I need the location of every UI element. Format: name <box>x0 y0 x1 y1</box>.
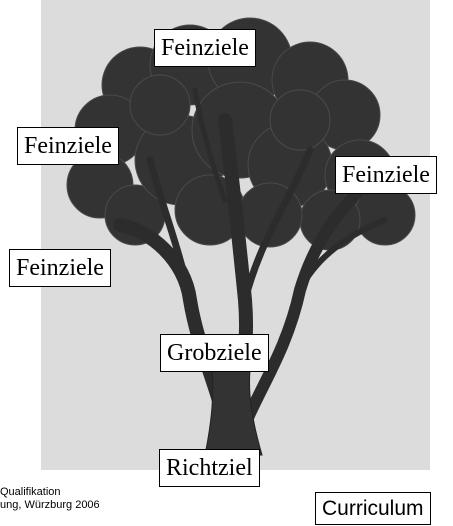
label-feinziele-right: Feinziele <box>335 156 437 194</box>
source-line-1: Qualifikation <box>0 486 61 498</box>
label-grobziele: Grobziele <box>160 334 269 372</box>
label-feinziele-left-upper: Feinziele <box>17 127 119 165</box>
curriculum-label: Curriculum <box>315 492 431 525</box>
source-caption: Qualifikation ung, Würzburg 2006 <box>0 486 100 512</box>
label-feinziele-left-lower: Feinziele <box>9 249 111 287</box>
label-feinziele-top: Feinziele <box>154 29 256 67</box>
label-richtziel: Richtziel <box>159 449 260 487</box>
source-line-2: ung, Würzburg 2006 <box>0 499 100 511</box>
